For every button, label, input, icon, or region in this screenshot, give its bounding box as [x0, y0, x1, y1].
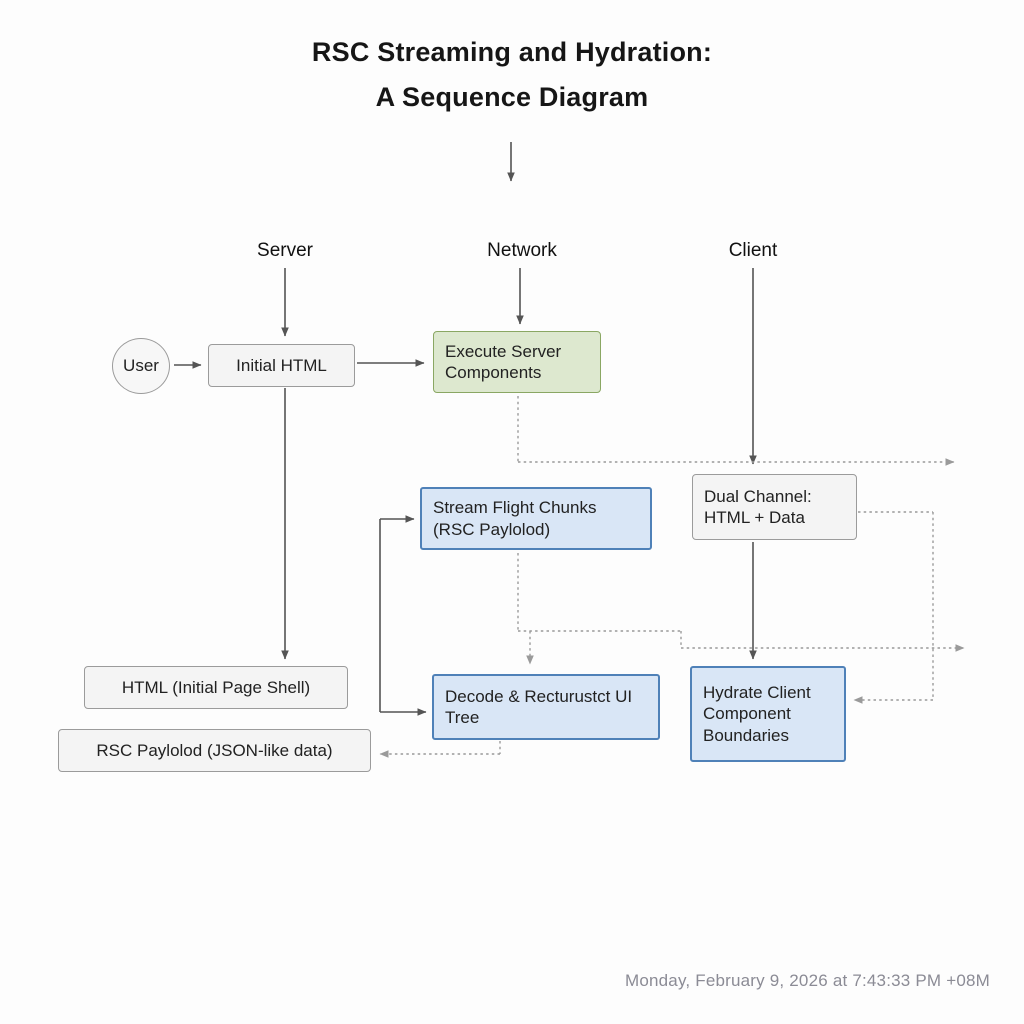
diagram-title-line2: A Sequence Diagram [375, 81, 649, 112]
node-stream-flight-chunks: Stream Flight Chunks (RSC Paylolod) [420, 487, 652, 550]
solid-arrows [174, 142, 757, 716]
diagram-title: RSC Streaming and Hydration: A Sequence … [0, 30, 1024, 119]
node-dual-channel: Dual Channel: HTML + Data [692, 474, 857, 540]
dashed-arrows [379, 396, 965, 758]
node-decode-reconstruct-ui-tree: Decode & Recturustct UI Tree [432, 674, 660, 740]
node-html-initial-page-shell: HTML (Initial Page Shell) [84, 666, 348, 709]
node-initial-html: Initial HTML [208, 344, 355, 387]
lane-label-client: Client [728, 240, 778, 261]
lane-label-network: Network [487, 240, 557, 261]
node-execute-server-components: Execute Server Components [433, 331, 601, 393]
node-hydrate-client-boundaries: Hydrate Client Component Boundaries [690, 666, 846, 762]
diagram-title-line1: RSC Streaming and Hydration: [311, 37, 713, 67]
node-rsc-payload: RSC Paylolod (JSON-like data) [58, 729, 371, 772]
timestamp-text: Monday, February 9, 2026 at 7:43:33 PM +… [624, 971, 990, 990]
node-user: User [112, 338, 170, 394]
lane-label-server: Server [257, 240, 313, 261]
